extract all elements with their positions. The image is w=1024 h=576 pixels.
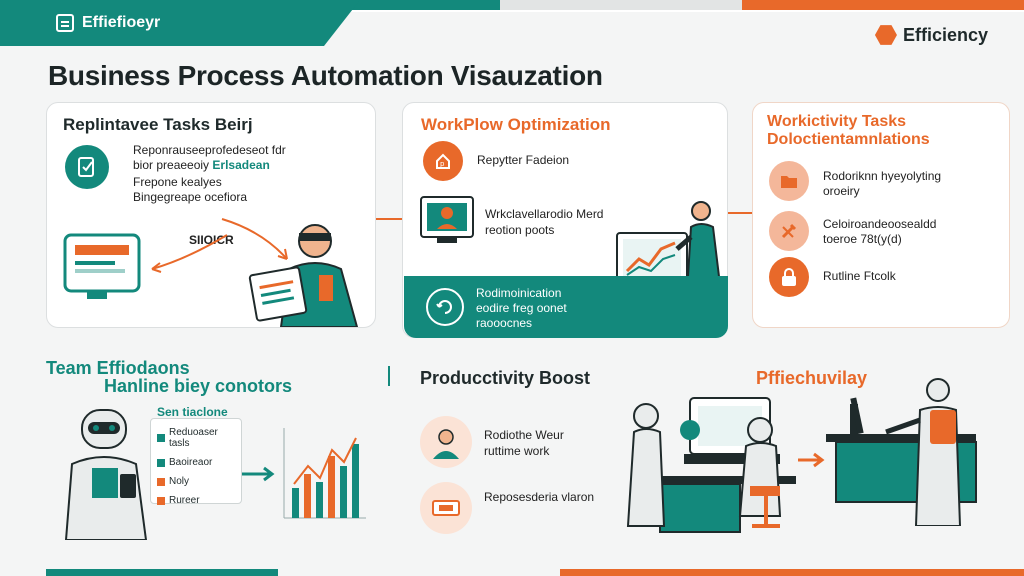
brand-logo-icon bbox=[56, 14, 74, 32]
card2-item1: Repytter Fadeion bbox=[477, 153, 570, 167]
list-item[interactable]: Reduoaser tasls bbox=[157, 427, 241, 449]
footer-accent-teal bbox=[46, 569, 278, 576]
card3-item2a: Celoiroandeoosealdd bbox=[823, 217, 937, 231]
robot-illustration-left bbox=[64, 409, 148, 540]
checkbox-icon bbox=[157, 434, 165, 442]
productivity-item1b: ruttime work bbox=[484, 444, 550, 458]
list-item-label: Baoireaor bbox=[169, 457, 213, 468]
card1-line2: bior preaeeoiy Erlsadean bbox=[133, 158, 270, 173]
list-item[interactable]: Baoireaor bbox=[157, 457, 241, 468]
task-list-title: Sen tiaclone bbox=[157, 405, 228, 419]
card3-title2: Doloctientamnlations bbox=[767, 131, 930, 148]
connector-line-1 bbox=[376, 218, 402, 220]
checkbox-icon bbox=[157, 496, 165, 505]
task-list: Reduoaser tasls Baoireaor Noly Rureer bbox=[157, 427, 241, 506]
card1-line1: Reponrauseeprofedeseot fdr bbox=[133, 143, 286, 157]
footer-accent-orange bbox=[560, 569, 1024, 576]
card1-line2a: bior preaeeoiy bbox=[133, 158, 210, 172]
robot-desk-illustration bbox=[626, 397, 796, 533]
card3-item1b: oroeiry bbox=[823, 184, 860, 198]
header-teal-tab bbox=[0, 0, 360, 46]
banner-line3: raooocnes bbox=[476, 316, 533, 330]
page-title: Business Process Automation Visauzation bbox=[48, 60, 603, 91]
list-item-label: Rureer bbox=[169, 495, 200, 506]
header-accent-gray bbox=[500, 0, 742, 10]
card2-item2b: reotion poots bbox=[485, 223, 555, 237]
brand-right[interactable]: Efficiency bbox=[874, 24, 988, 46]
card2-item2a: Wrkclavellarodio Merd bbox=[485, 207, 604, 221]
repetitive-tasks-card: Replintavee Tasks Beirj Reponrauseeprofe… bbox=[46, 102, 376, 328]
brand-right-name: Efficiency bbox=[902, 24, 988, 45]
ticket-icon bbox=[420, 482, 472, 534]
hexagon-logo-icon bbox=[874, 25, 897, 45]
checkbox-icon bbox=[157, 477, 165, 486]
refresh-icon bbox=[426, 288, 464, 326]
card3-item1a: Rodoriknn hyeyolyting bbox=[823, 169, 942, 183]
banner-line2: eodire freg oonet bbox=[476, 301, 567, 315]
productivity-item2: Reposesderia vlaron bbox=[484, 490, 595, 504]
worker-avatar bbox=[420, 416, 472, 468]
list-item[interactable]: Noly bbox=[157, 476, 241, 487]
document-icon: p bbox=[423, 141, 463, 181]
productivity-title: Producctivity Boost bbox=[420, 368, 591, 388]
productivity-item1a: Rodiothe Weur bbox=[484, 428, 564, 442]
workstation-illustration bbox=[826, 378, 977, 526]
team-title-2: Hanline biey conotors bbox=[104, 376, 293, 396]
efficiency-title: Pffiechuvilay bbox=[756, 368, 868, 388]
card1-illustration bbox=[63, 218, 359, 327]
checklist-icon bbox=[65, 145, 109, 189]
list-item-label: Reduoaser tasls bbox=[168, 427, 218, 449]
banner-line1: Rodimoinication bbox=[476, 286, 562, 300]
folder-icon bbox=[769, 161, 809, 201]
card3-item2b: toeroe 78t(y(d) bbox=[823, 232, 902, 246]
brand-left[interactable]: Effiefioeyr bbox=[56, 14, 160, 32]
bar-chart-illustration bbox=[283, 428, 366, 519]
card3-item3: Rutline Ftcolk bbox=[823, 269, 896, 283]
connector-line-2 bbox=[728, 212, 752, 214]
automation-banner[interactable]: Rodimoinication eodire freg oonet raoooc… bbox=[404, 276, 728, 338]
checkbox-icon bbox=[157, 458, 165, 467]
arrow-right-icon bbox=[242, 466, 275, 482]
team-title-1: Team Effiodaons bbox=[46, 358, 190, 378]
brand-left-name: Effiefioeyr bbox=[82, 14, 161, 31]
header-accent-teal bbox=[330, 0, 500, 10]
arrow-right-orange-icon bbox=[798, 452, 825, 468]
header-accent-orange bbox=[742, 0, 1024, 10]
card1-line4: Bingegreape ocefiora bbox=[133, 190, 248, 204]
card1-line2b: Erlsadean bbox=[212, 158, 270, 172]
list-item-label: Noly bbox=[169, 476, 190, 487]
card2-title: WorkPlow Optimization bbox=[421, 115, 611, 134]
productivity-tasks-card: Workictivity Tasks Doloctientamnlations … bbox=[752, 102, 1010, 328]
card1-title: Replintavee Tasks Beirj bbox=[63, 115, 253, 134]
card1-callout: SIIOICR bbox=[189, 233, 234, 247]
section-divider bbox=[388, 366, 390, 386]
lock-icon bbox=[769, 257, 809, 297]
svg-text:p: p bbox=[440, 160, 445, 168]
monitor-user-icon bbox=[420, 196, 474, 243]
list-item[interactable]: Rureer bbox=[157, 495, 241, 506]
card1-line3: Frepone kealyes bbox=[133, 175, 222, 189]
tools-icon bbox=[769, 211, 809, 251]
card3-title1: Workictivity Tasks bbox=[767, 113, 907, 130]
task-list-panel: Sen tiaclone Reduoaser tasls Baoireaor N… bbox=[150, 405, 242, 506]
